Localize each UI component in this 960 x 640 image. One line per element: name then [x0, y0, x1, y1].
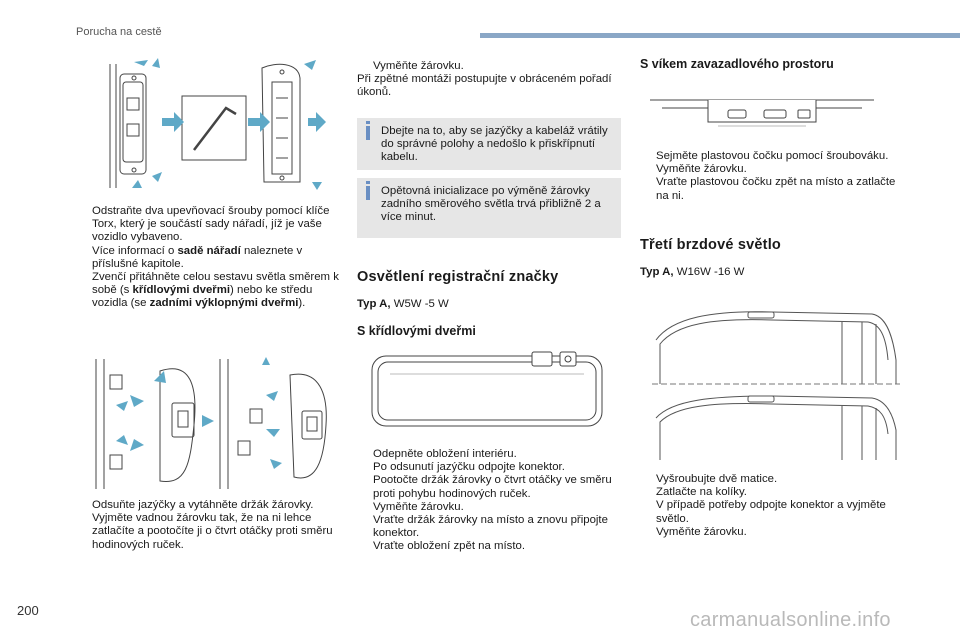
illustration-tailgate-light — [648, 92, 876, 134]
step-text: Pootočte držák žárovky o čtvrt otáčky ve… — [373, 474, 612, 500]
step-text: Odepněte obložení interiéru. — [373, 448, 517, 460]
list-item: Více informací o sadě nářadí naleznete v… — [76, 245, 342, 271]
step-text-bold: křídlovými dveřmi — [132, 284, 231, 297]
list-item: Odepněte obložení interiéru. — [357, 448, 621, 461]
bulb-type: Typ A, W16W -16 W — [640, 266, 744, 279]
list-item: Vraťte obložení zpět na místo. — [357, 540, 621, 553]
list-item: Vraťte plastovou čočku zpět na místo a z… — [640, 176, 902, 202]
header-title: Porucha na cestě — [76, 26, 162, 38]
list-item: V případě potřeby odpojte konektor a vyj… — [640, 499, 902, 525]
watermark: carmanualsonline.info — [690, 609, 891, 631]
list-item: Pootočte držák žárovky o čtvrt otáčky ve… — [357, 474, 621, 500]
step-text-bold: zadními výklopnými dveřmi — [149, 297, 299, 310]
list-item: Sejměte plastovou čočku pomocí šroubovák… — [640, 150, 902, 163]
info-icon — [366, 121, 370, 140]
info-note: Opětovná inicializace po výměně žárovky … — [357, 178, 621, 238]
list-item: Zatlačte na kolíky. — [640, 486, 902, 499]
step-text: Sejměte plastovou čočku pomocí šroubovák… — [656, 150, 889, 162]
section-title: Třetí brzdové světlo — [640, 237, 781, 253]
note-text: Dbejte na to, aby se jazýčky a kabeláž v… — [381, 125, 608, 164]
subsection-title: S křídlovými dveřmi — [357, 324, 476, 338]
illustration-bulb-holder — [90, 355, 336, 493]
bulb-type-value: W5W -5 W — [393, 298, 449, 310]
list-item: Zvenčí přitáhněte celou sestavu světla s… — [76, 271, 342, 311]
bulb-type-value: W16W -16 W — [676, 266, 745, 278]
step-text: Vraťte držák žárovky na místo a znovu př… — [373, 514, 608, 540]
step-text: Zvenčí přitáhněte celou sestavu světla s… — [92, 271, 339, 297]
list-item: Vyměňte žárovku. — [640, 163, 902, 176]
step-text: Vyměňte žárovku. — [373, 500, 464, 513]
info-icon — [366, 181, 370, 200]
step-text: Zatlačte na kolíky. — [656, 486, 747, 499]
col1-step1: Odstraňte dva upevňovací šrouby pomocí k… — [76, 205, 342, 311]
illustration-plate-light — [370, 350, 606, 430]
header-rule — [480, 33, 960, 38]
step-text: ) nebo ke středu vozidla (se — [92, 284, 313, 310]
note-text: Opětovná inicializace po výměně žárovky … — [381, 185, 601, 224]
section-title: Osvětlení registrační značky — [357, 269, 559, 285]
step-text: Po odsunutí jazýčku odpojte konektor. — [373, 461, 565, 474]
list-item: Vyjměte vadnou žárovku tak, že na ni leh… — [76, 512, 342, 552]
col3-steps1: Sejměte plastovou čočku pomocí šroubovák… — [640, 150, 902, 203]
step-text: Vyměňte žárovku. — [656, 525, 747, 538]
list-item: Vyšroubujte dvě matice. — [640, 473, 902, 486]
step-text: naleznete v příslušné kapitole. — [92, 244, 303, 270]
step-text: Vyjměte vadnou žárovku tak, že na ni leh… — [92, 512, 333, 551]
step-text: V případě potřeby odpojte konektor a vyj… — [656, 499, 886, 525]
step-text: Vraťte obložení zpět na místo. — [373, 540, 526, 553]
step-text: Vraťte plastovou čočku zpět na místo a z… — [656, 176, 896, 202]
col2-intro: Vyměňte žárovku. Při zpětné montáži post… — [357, 60, 621, 100]
section-title: S víkem zavazadlového prostoru — [640, 57, 834, 71]
illustration-tail-light-removal — [76, 58, 338, 194]
list-item: Vyměňte žárovku. — [640, 526, 902, 539]
col2-steps: Odepněte obložení interiéru. Po odsunutí… — [357, 448, 621, 554]
step-text: ). — [298, 297, 306, 310]
step-text: Vyšroubujte dvě matice. — [656, 473, 778, 485]
step-text: Odsuňte jazýčky a vytáhněte držák žárovk… — [92, 499, 314, 511]
bulb-type-label: Typ A, — [357, 298, 391, 310]
illustration-brake-light — [652, 300, 902, 464]
bulb-type: Typ A, W5W -5 W — [357, 298, 449, 311]
col3-steps2: Vyšroubujte dvě matice. Zatlačte na kolí… — [640, 473, 902, 539]
bulb-type-label: Typ A, — [640, 266, 674, 278]
step-text: Vyměňte žárovku. — [373, 60, 464, 72]
step-text-bold: sadě nářadí — [177, 244, 241, 257]
col1-step2: Odsuňte jazýčky a vytáhněte držák žárovk… — [76, 499, 342, 552]
step-text: Odstraňte dva upevňovací šrouby pomocí k… — [92, 205, 330, 244]
list-item: Odstraňte dva upevňovací šrouby pomocí k… — [76, 205, 342, 245]
page-number: 200 — [17, 603, 39, 618]
step-text: Více informací o — [92, 244, 178, 257]
list-item: Vyměňte žárovku. — [357, 60, 621, 73]
list-item: Vyměňte žárovku. — [357, 501, 621, 514]
list-item: Vraťte držák žárovky na místo a znovu př… — [357, 514, 621, 540]
step-text: Vyměňte žárovku. — [656, 163, 747, 176]
info-note: Dbejte na to, aby se jazýčky a kabeláž v… — [357, 118, 621, 170]
list-item: Po odsunutí jazýčku odpojte konektor. — [357, 461, 621, 474]
list-item: Při zpětné montáži postupujte v obrácené… — [357, 73, 612, 99]
list-item: Odsuňte jazýčky a vytáhněte držák žárovk… — [76, 499, 342, 512]
